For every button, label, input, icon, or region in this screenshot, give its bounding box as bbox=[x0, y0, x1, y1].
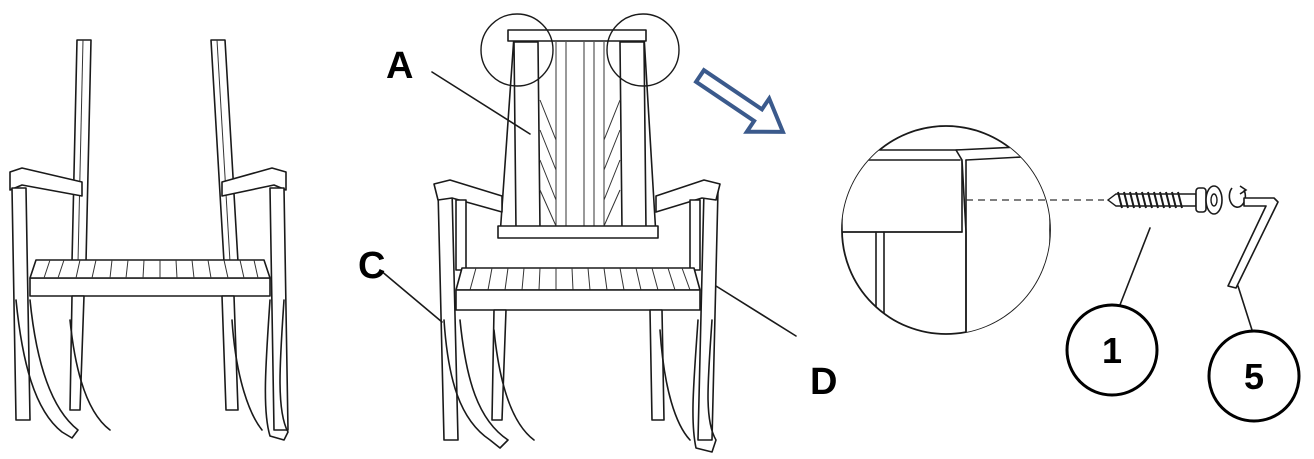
allen-key-icon bbox=[1227, 197, 1279, 289]
callout-part-5: 5 bbox=[1207, 329, 1301, 423]
rocking-chair-rear-view bbox=[9, 39, 289, 441]
screw-icon bbox=[1106, 187, 1207, 213]
callout-part-1: 1 bbox=[1065, 303, 1159, 397]
label-c: C bbox=[358, 245, 385, 287]
direction-arrow-icon bbox=[693, 67, 786, 134]
detail-circle-left bbox=[480, 13, 554, 87]
detail-circle-right bbox=[606, 13, 680, 87]
rocking-chair-front-view bbox=[433, 13, 721, 453]
label-a: A bbox=[386, 45, 413, 87]
leader-part-5 bbox=[1237, 285, 1253, 331]
label-d: D bbox=[810, 361, 837, 403]
rotate-arrow-icon bbox=[1228, 185, 1248, 208]
leader-d bbox=[715, 285, 797, 337]
leader-c bbox=[379, 269, 443, 323]
callout-part-1-number: 1 bbox=[1102, 330, 1122, 371]
detail-magnifier bbox=[841, 125, 1104, 335]
leader-part-1 bbox=[1117, 227, 1151, 311]
callout-part-5-number: 5 bbox=[1244, 356, 1264, 397]
leader-a bbox=[431, 71, 531, 135]
washer-icon bbox=[1205, 185, 1223, 215]
